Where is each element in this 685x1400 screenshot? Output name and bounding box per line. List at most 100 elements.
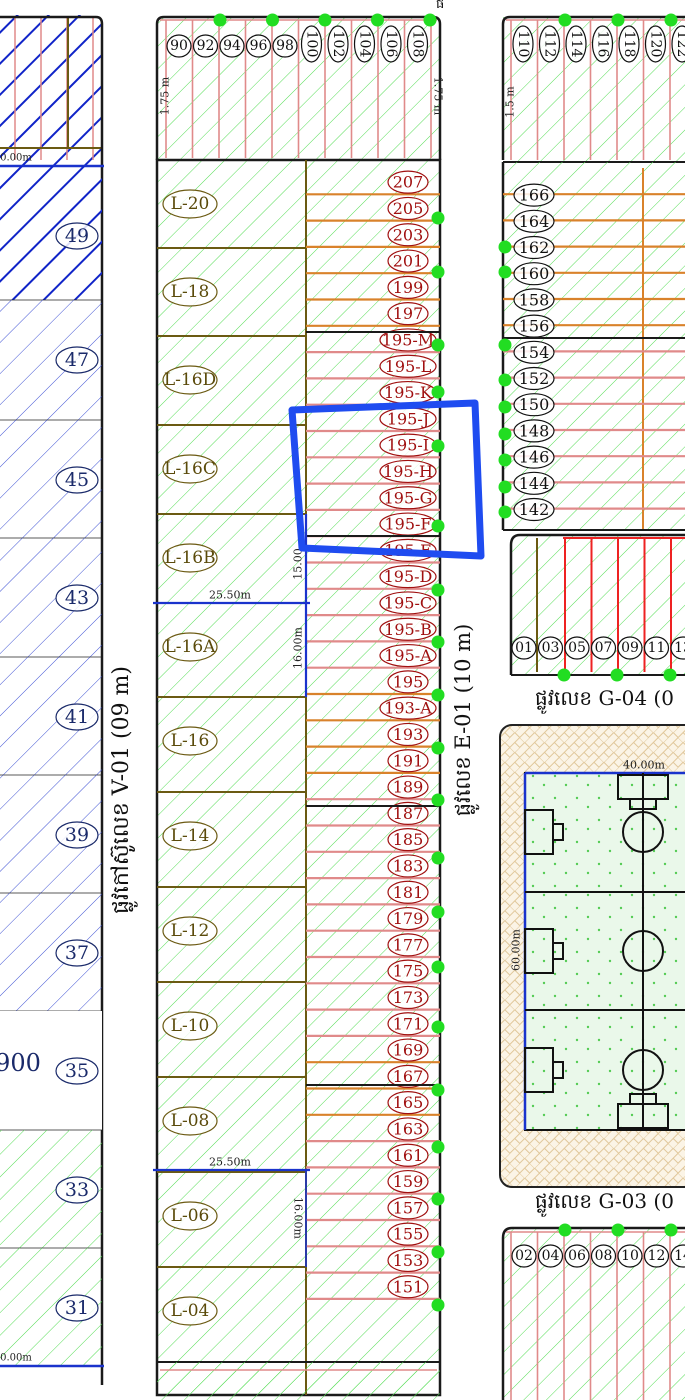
lot-number-33: 33 bbox=[65, 1179, 89, 1201]
lot-number-110: 110 bbox=[515, 31, 531, 58]
lot-label-pill bbox=[387, 223, 429, 247]
lot-label-pill bbox=[537, 1244, 564, 1268]
lot-label-pill bbox=[162, 632, 218, 662]
lot-label-pill bbox=[379, 486, 437, 510]
green-marker-icon bbox=[431, 385, 445, 399]
green-marker-icon bbox=[431, 793, 445, 807]
lot-label-pill bbox=[162, 189, 218, 219]
green-marker-icon bbox=[266, 13, 279, 27]
lot-label-pill bbox=[513, 262, 555, 286]
lot-number-06: 06 bbox=[568, 1248, 586, 1264]
green-marker-icon bbox=[431, 1245, 445, 1259]
lot-label-pill bbox=[513, 471, 555, 495]
lot-number-112: 112 bbox=[542, 31, 558, 58]
lot-number-187: 187 bbox=[393, 804, 424, 823]
road-label-top: ផ bbox=[436, 0, 444, 12]
lot-label-pill bbox=[591, 25, 614, 63]
dimension-label: 16.00m bbox=[292, 626, 305, 668]
lot-number-195-L: 195-L bbox=[385, 357, 432, 376]
lot-number-161: 161 bbox=[393, 1146, 424, 1165]
lot-label-pill bbox=[387, 1091, 429, 1115]
lot-number-L-20: L-20 bbox=[171, 194, 210, 214]
road-label-e01: ផ្លូវលេខ E-01 (10 m) bbox=[451, 624, 480, 817]
lot-number-04: 04 bbox=[542, 1248, 560, 1264]
lot-number-14: 14 bbox=[674, 1248, 685, 1264]
green-marker-icon bbox=[498, 400, 512, 414]
lot-label-pill bbox=[379, 617, 437, 641]
lot-label-pill bbox=[564, 636, 590, 660]
lot-number-154: 154 bbox=[519, 343, 550, 362]
lot-number-155: 155 bbox=[393, 1225, 424, 1244]
lot-label-pill bbox=[387, 1143, 429, 1167]
green-marker-icon bbox=[498, 240, 512, 254]
dimension-label: 60.00m bbox=[510, 928, 523, 970]
lot-number-195-K: 195-K bbox=[384, 383, 433, 402]
lot-number-37: 37 bbox=[65, 942, 89, 964]
lot-number-195: 195 bbox=[393, 672, 424, 691]
lot-number-104: 104 bbox=[357, 31, 373, 58]
lot-number-152: 152 bbox=[519, 369, 550, 388]
lot-label-pill bbox=[513, 183, 555, 207]
goal-box bbox=[629, 1093, 657, 1105]
lot-number-181: 181 bbox=[393, 883, 424, 902]
lot-number-195-B: 195-B bbox=[384, 620, 432, 639]
lot-number-195-F: 195-F bbox=[384, 515, 431, 534]
lot-label-pill bbox=[387, 275, 429, 299]
center-circle bbox=[622, 1049, 664, 1091]
green-marker-icon bbox=[558, 13, 572, 27]
lot-number-195-D: 195-D bbox=[384, 567, 433, 586]
lot-label-pill bbox=[387, 1275, 429, 1299]
lot-number-205: 205 bbox=[393, 199, 424, 218]
lot-number-90: 90 bbox=[170, 38, 188, 54]
lot-number-195-I: 195-I bbox=[387, 436, 429, 455]
lot-label-pill bbox=[387, 985, 429, 1010]
road-label-g03: ផ្លូវលេខ G-03 (0 bbox=[535, 1189, 674, 1217]
lot-number-153: 153 bbox=[393, 1251, 424, 1270]
lot-number-94: 94 bbox=[223, 38, 241, 54]
block-outline bbox=[0, 15, 104, 1385]
lot-label-pill bbox=[387, 959, 429, 983]
lot-label-pill bbox=[162, 277, 218, 307]
lot-number-92: 92 bbox=[197, 38, 215, 54]
lot-number-159: 159 bbox=[393, 1172, 424, 1191]
dimension-label: 0.00m bbox=[0, 1353, 32, 1364]
lot-number-177: 177 bbox=[393, 935, 424, 954]
lot-number-114: 114 bbox=[568, 31, 584, 58]
lot-label-pill bbox=[55, 1057, 99, 1085]
lot-label-pill bbox=[219, 34, 245, 58]
lot-label-pill bbox=[387, 1169, 429, 1194]
green-marker-icon bbox=[431, 439, 445, 453]
lot-label-pill bbox=[387, 302, 429, 326]
lot-label-pill bbox=[162, 916, 218, 946]
lot-label-pill bbox=[670, 636, 685, 660]
green-marker-icon bbox=[498, 453, 512, 467]
lot-number-02: 02 bbox=[515, 1248, 533, 1264]
goal-box bbox=[552, 823, 564, 841]
lot-number-L-06: L-06 bbox=[171, 1206, 210, 1226]
green-marker-icon bbox=[431, 1083, 445, 1097]
next-lot-row bbox=[157, 1362, 440, 1400]
lot-number-L-08: L-08 bbox=[171, 1111, 210, 1131]
green-marker-icon bbox=[431, 905, 445, 919]
lot-number-08: 08 bbox=[595, 1248, 613, 1264]
lot-number-L-16B: L-16B bbox=[164, 548, 215, 568]
lot-label-pill bbox=[55, 821, 99, 849]
lot-label-pill bbox=[162, 1011, 218, 1041]
lot-label-pill bbox=[513, 393, 555, 417]
lot-number-12: 12 bbox=[648, 1248, 666, 1264]
lot-number-144: 144 bbox=[519, 474, 550, 493]
green-marker-icon bbox=[498, 338, 512, 352]
lot-label-pill bbox=[387, 1038, 429, 1062]
lot-label-pill bbox=[513, 497, 555, 522]
lot-number-09: 09 bbox=[621, 640, 639, 656]
lot-number-193-A: 193-A bbox=[384, 699, 432, 718]
selection-highlight bbox=[288, 399, 485, 560]
lot-label-pill bbox=[387, 775, 429, 799]
lot-label-pill bbox=[590, 636, 617, 660]
setback-label: 1.75 m bbox=[159, 76, 172, 115]
lot-label-pill bbox=[387, 854, 429, 878]
lot-label-pill bbox=[162, 1201, 218, 1231]
green-marker-icon bbox=[431, 1020, 445, 1034]
